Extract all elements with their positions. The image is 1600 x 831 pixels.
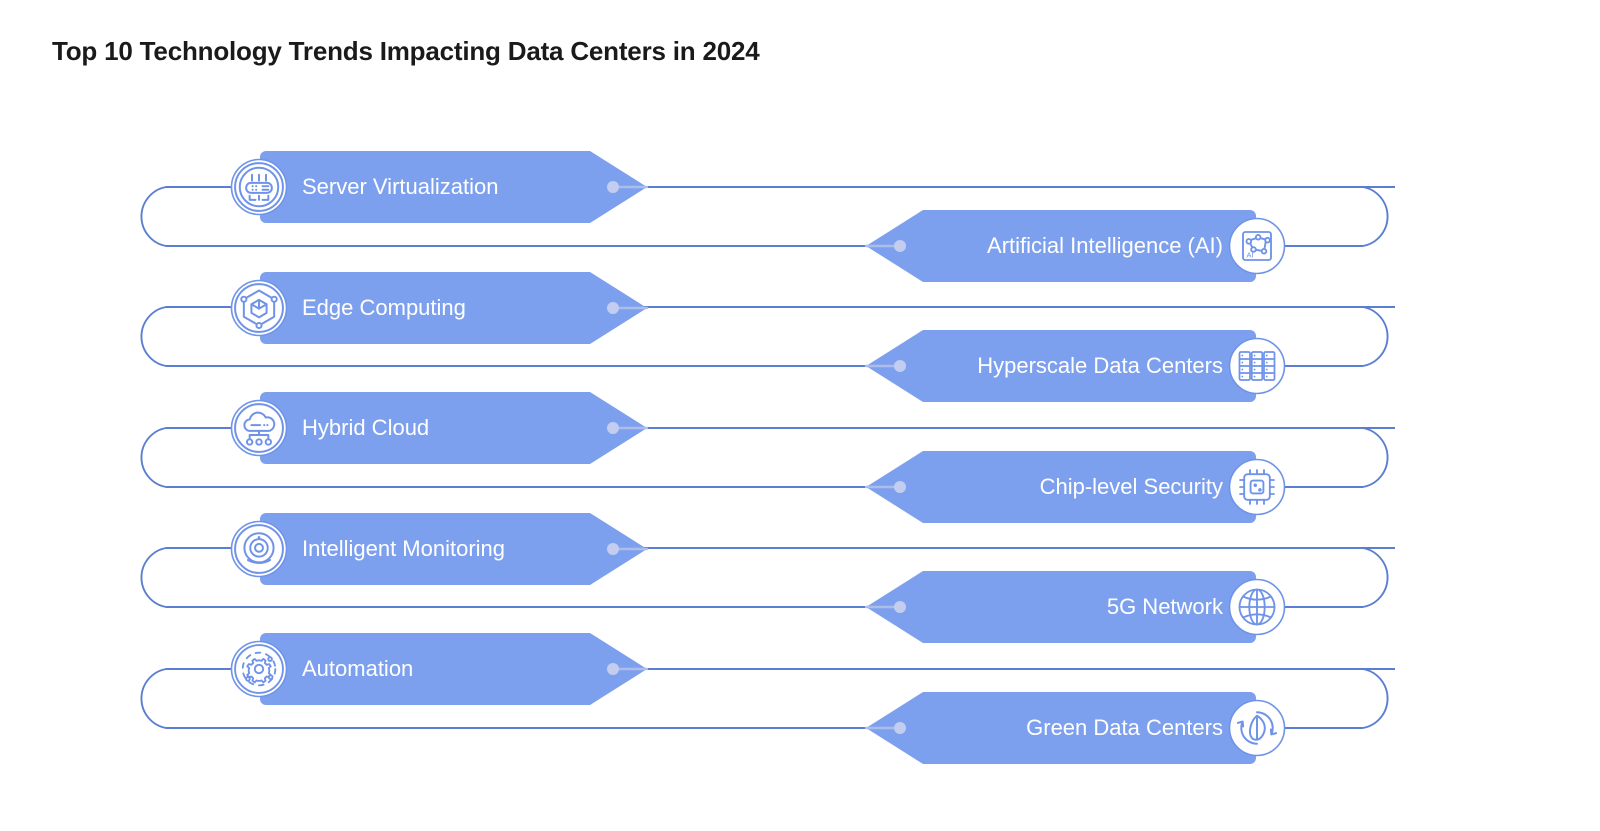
globe-network-icon [1238,588,1276,626]
connector-group [611,185,902,730]
dot-8 [894,601,906,613]
chevron-8-5g-network [866,571,1256,643]
chevron-4-hyperscale-data-centers [866,330,1256,402]
track-4-right-cap [1362,547,1389,608]
dot-10 [894,722,906,734]
track-2 [140,306,1395,367]
chevron-group-left [260,151,647,705]
dot-7 [607,543,619,555]
chevron-10-green-data-centers [866,692,1256,764]
chevron-3-edge-computing [260,272,647,344]
node-label-server-virtualization[interactable]: Server Virtualization [302,174,499,199]
connector-dot-group [607,181,906,734]
chevron-5-hybrid-cloud [260,392,647,464]
track-5 [140,668,1395,729]
track-3-right-cap [1362,427,1389,488]
node-label-artificial-intelligence[interactable]: Artificial Intelligence (AI) [987,233,1223,258]
dot-6 [894,481,906,493]
node-label-chip-level-security[interactable]: Chip-level Security [1039,474,1223,499]
icon-badge-6 [1228,458,1286,516]
node-label-intelligent-monitoring[interactable]: Intelligent Monitoring [302,536,506,561]
icon-badge-group [230,158,1286,757]
track-5-right-cap [1362,668,1389,729]
dot-4 [894,360,906,372]
node-label-5g-network[interactable]: 5G Network [1106,594,1223,619]
page-title: Top 10 Technology Trends Impacting Data … [52,36,760,66]
track-1 [140,186,1395,247]
icon-badge-7 [230,520,288,578]
dot-1 [607,181,619,193]
track-2-right-cap [1362,306,1389,367]
icon-badge-2 [1228,217,1286,275]
track-4 [140,547,1395,608]
chevron-9-automation [260,633,647,705]
chevron-7-intelligent-monitoring [260,513,647,585]
chevron-2-artificial-intelligence [866,210,1256,282]
chevron-1-server-virtualization [260,151,647,223]
dot-5 [607,422,619,434]
node-label-hybrid-cloud[interactable]: Hybrid Cloud [302,415,430,440]
chevron-group-right [866,210,1256,764]
node-label-edge-computing[interactable]: Edge Computing [302,295,466,320]
dot-9 [607,663,619,675]
track-group [140,186,1395,729]
icon-badge-9 [230,640,288,698]
node-label-green-data-centers[interactable]: Green Data Centers [1026,715,1223,740]
dot-3 [607,302,619,314]
node-label-automation[interactable]: Automation [302,656,414,681]
dot-2 [894,240,906,252]
track-1-right-cap [1362,186,1389,247]
track-3 [140,427,1395,488]
node-label-hyperscale-data-centers[interactable]: Hyperscale Data Centers [977,353,1223,378]
chevron-6-chip-level-security [866,451,1256,523]
icon-badge-5 [230,399,288,457]
